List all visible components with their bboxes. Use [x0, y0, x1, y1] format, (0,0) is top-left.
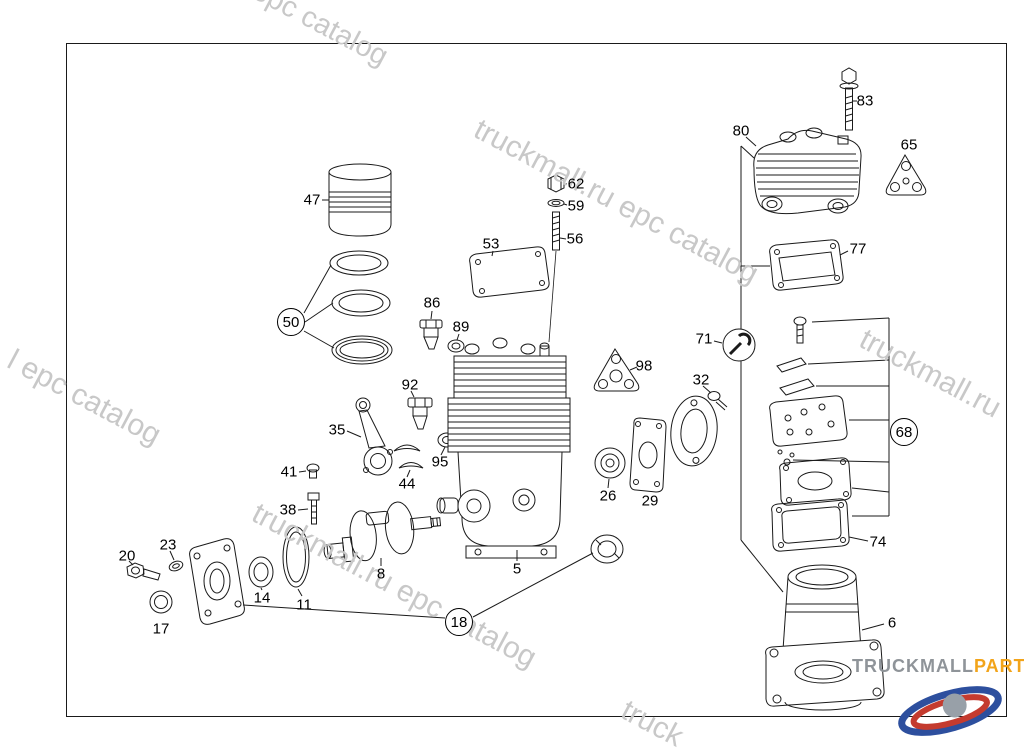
assembly-18-lines — [242, 534, 624, 619]
logo-brand: TRUCKMALL — [852, 656, 974, 676]
part-label-26: 26 — [599, 487, 617, 505]
part-label-44: 44 — [398, 475, 416, 493]
part-label-23: 23 — [159, 536, 177, 554]
part-label-47: 47 — [303, 191, 321, 209]
part-label-17: 17 — [152, 620, 170, 638]
part-label-20: 20 — [118, 547, 136, 565]
part-label-11: 11 — [296, 596, 312, 614]
valve-fitting-86-illustration — [419, 310, 465, 353]
part-label-83: 83 — [856, 92, 874, 110]
part-label-53: 53 — [482, 235, 500, 253]
logo-swirl-icon — [898, 686, 1002, 736]
logo-suffix: PARTS — [973, 656, 1024, 676]
part-label-41: 41 — [280, 463, 298, 481]
oval-flange-32-illustration — [670, 385, 728, 467]
piston-illustration — [322, 163, 392, 237]
end-cover-illustration — [126, 538, 245, 625]
part-label-62: 62 — [567, 175, 585, 193]
crankshaft-illustration — [323, 501, 442, 563]
part-label-32: 32 — [692, 371, 710, 389]
part-label-59: 59 — [567, 197, 585, 215]
logo-text: TRUCKMALLPARTS — [852, 656, 1024, 677]
part-label-65: 65 — [900, 136, 918, 154]
wrench-symbol — [713, 328, 756, 362]
seal-rings-illustration — [248, 526, 310, 597]
cylinder-liner-illustration — [765, 564, 885, 711]
triangular-flange-98-illustration — [593, 348, 640, 392]
part-label-98: 98 — [635, 357, 653, 375]
part-label-71: 71 — [695, 330, 713, 348]
part-label-5: 5 — [512, 560, 522, 578]
part-label-29: 29 — [641, 492, 659, 510]
connecting-rod-illustration — [297, 397, 424, 525]
part-label-6: 6 — [887, 614, 897, 632]
part-label-35: 35 — [328, 421, 346, 439]
cylinder-head-illustration — [745, 67, 862, 215]
bearing-gasket-illustration — [594, 417, 667, 493]
part-label-86: 86 — [423, 294, 441, 312]
part-label-68: 68 — [890, 418, 918, 446]
part-label-92: 92 — [401, 376, 419, 394]
part-label-56: 56 — [566, 230, 584, 248]
drawing-border — [66, 43, 1007, 717]
compressor-body-illustration — [436, 337, 571, 561]
part-label-89: 89 — [452, 318, 470, 336]
head-gasket-illustration — [469, 246, 550, 298]
valve-gasket-77-illustration — [769, 239, 849, 291]
base-gasket-74-illustration — [771, 498, 869, 552]
part-label-50: 50 — [277, 308, 305, 336]
part-label-95: 95 — [431, 453, 449, 471]
part-label-80: 80 — [732, 122, 750, 140]
valve-plate-assembly-illustration — [769, 316, 890, 517]
piston-rings-illustration — [303, 250, 393, 365]
part-label-77: 77 — [849, 240, 867, 258]
part-label-74: 74 — [869, 533, 887, 551]
part-label-8: 8 — [376, 565, 386, 583]
logo: TRUCKMALLPARTS — [852, 656, 1024, 748]
triangular-flange-65-illustration — [885, 153, 927, 196]
part-label-38: 38 — [279, 501, 297, 519]
part-label-18: 18 — [445, 608, 473, 636]
part-label-14: 14 — [253, 589, 271, 607]
stud-nut-washer-illustration — [547, 174, 568, 343]
